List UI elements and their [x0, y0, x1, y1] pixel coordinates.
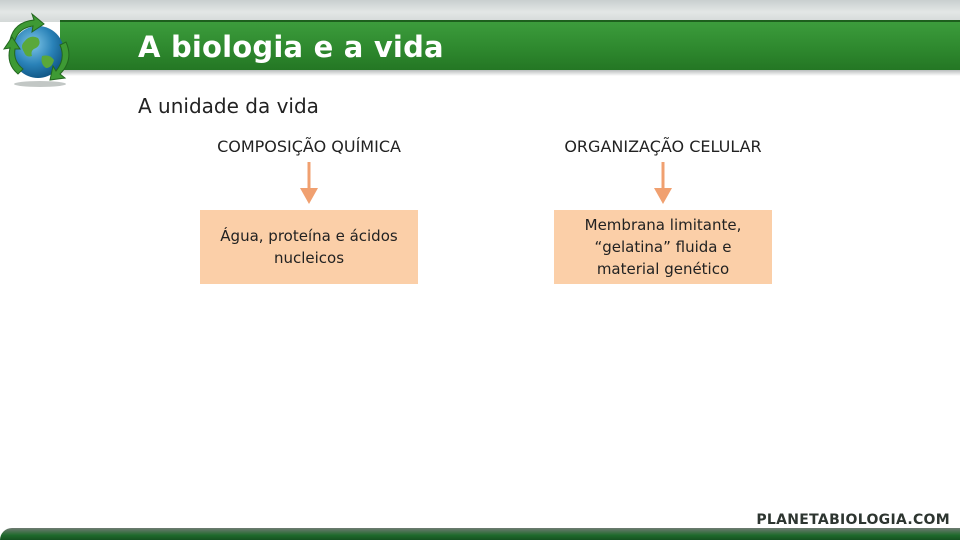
- brand-logo-text: PLANETABIOLOGIA.COM: [756, 512, 950, 528]
- slide-subtitle: A unidade da vida: [138, 94, 319, 118]
- column-heading: COMPOSIÇÃO QUÍMICA: [217, 137, 401, 156]
- column-heading: ORGANIZAÇÃO CELULAR: [564, 137, 762, 156]
- title-bar: [60, 20, 960, 72]
- slide-title: A biologia e a vida: [138, 30, 444, 64]
- concept-box: Membrana limitante, “gelatina” fluida e …: [554, 210, 772, 284]
- column-chemical-composition: COMPOSIÇÃO QUÍMICA Água, proteína e ácid…: [200, 134, 418, 284]
- globe-recycle-icon: [2, 12, 70, 87]
- arrow-down-icon: [654, 162, 672, 204]
- arrow-down-icon: [300, 162, 318, 204]
- footer-bar: [0, 528, 960, 540]
- column-cellular-organization: ORGANIZAÇÃO CELULAR Membrana limitante, …: [554, 134, 772, 284]
- top-texture-band: [0, 0, 960, 22]
- title-bar-shadow: [60, 70, 960, 76]
- concept-box: Água, proteína e ácidos nucleicos: [200, 210, 418, 284]
